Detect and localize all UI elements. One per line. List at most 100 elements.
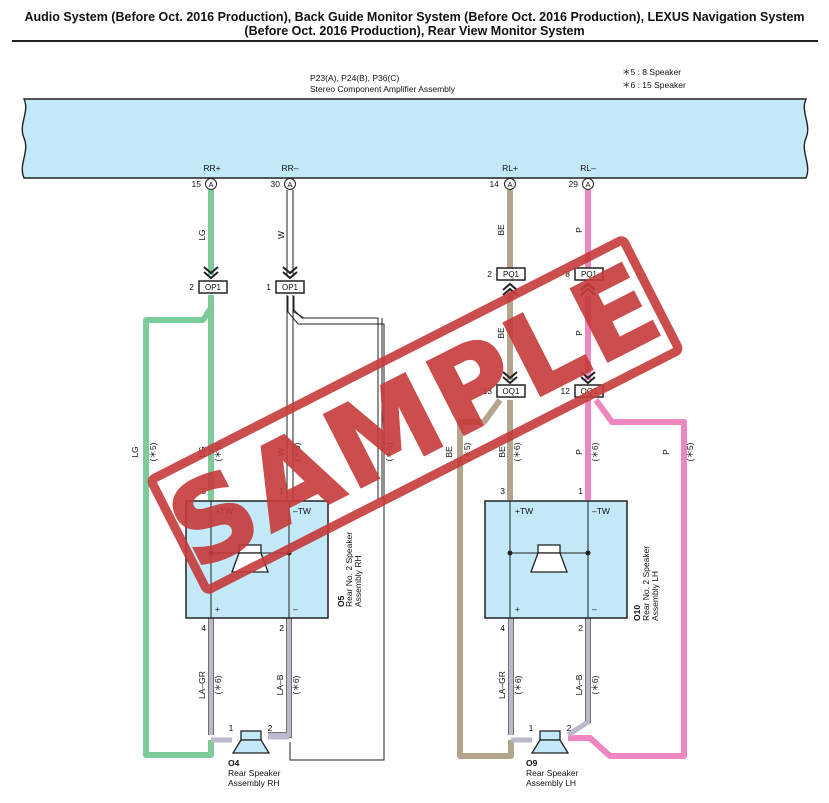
wire-la-gr-rh xyxy=(208,618,214,735)
label-w-top: W xyxy=(276,231,286,239)
label-lg-top: LG xyxy=(197,229,207,240)
wire-w xyxy=(286,190,385,761)
svg-text:30: 30 xyxy=(271,179,281,189)
label-n6-w: (＊6) xyxy=(292,442,302,461)
terminal-rl-plus: RL+ 14 A xyxy=(490,163,518,190)
svg-text:+: + xyxy=(515,604,520,614)
label-be-left: BE xyxy=(444,446,454,458)
note-8-speaker: ＊5 : 8 Speaker xyxy=(622,67,681,77)
junction-oq1-pin13: OQ1 13 xyxy=(483,371,526,398)
svg-text:13: 13 xyxy=(483,386,493,396)
svg-text:A: A xyxy=(507,180,512,189)
label-w-mid: W xyxy=(276,448,286,456)
speaker-o5: 3 1 4 2 +TW –TW + – O5 Rear No. 2 Speake… xyxy=(185,486,363,633)
svg-text:1: 1 xyxy=(229,723,234,733)
svg-text:A: A xyxy=(208,180,213,189)
speaker-o10: 3 1 4 2 +TW –TW + – O10 Rear No. 2 Speak… xyxy=(484,486,660,633)
label-lab-rh: LA–B xyxy=(275,674,285,695)
wire-p xyxy=(568,190,687,759)
wire-lg xyxy=(143,190,214,758)
svg-text:OP1: OP1 xyxy=(282,283,299,292)
svg-text:1: 1 xyxy=(266,282,271,292)
speaker-o10-icon xyxy=(530,544,568,573)
label-n6-lagr-lh: (＊6) xyxy=(513,675,523,694)
svg-text:1: 1 xyxy=(279,486,284,496)
svg-text:3: 3 xyxy=(500,486,505,496)
svg-text:RR+: RR+ xyxy=(203,163,220,173)
svg-text:Assembly RH: Assembly RH xyxy=(228,778,279,788)
wire-labels: LG W BE P BE P LG (＊5) LG (＊6) W (＊6) (＊… xyxy=(130,224,695,699)
label-n6-lg: (＊6) xyxy=(213,442,223,461)
label-n5-lg: (＊5) xyxy=(148,442,158,461)
label-n6-p: (＊6) xyxy=(590,442,600,461)
svg-text:+TW: +TW xyxy=(515,506,533,516)
label-p-right: P xyxy=(661,449,671,455)
svg-text:O10: O10 xyxy=(632,605,642,621)
svg-text:Assembly RH: Assembly RH xyxy=(353,556,363,607)
svg-text:8: 8 xyxy=(565,269,570,279)
speaker-o5-icon xyxy=(231,544,269,573)
junction-pq1-pin2: PQ1 2 xyxy=(487,267,526,296)
wire-la-gr-lh xyxy=(508,618,514,735)
svg-text:O4: O4 xyxy=(228,758,240,768)
svg-text:2: 2 xyxy=(268,723,273,733)
svg-text:RL+: RL+ xyxy=(502,163,518,173)
svg-text:4: 4 xyxy=(201,623,206,633)
svg-text:Rear Speaker: Rear Speaker xyxy=(228,768,281,778)
svg-text:4: 4 xyxy=(500,623,505,633)
svg-text:1: 1 xyxy=(529,723,534,733)
wire-la-b-lh xyxy=(566,618,591,738)
amplifier-body xyxy=(21,98,809,179)
svg-text:1: 1 xyxy=(578,486,583,496)
svg-text:OP1: OP1 xyxy=(205,283,222,292)
label-lagr-lh: LA–GR xyxy=(497,671,507,699)
label-n5-be: (＊5) xyxy=(462,442,472,461)
svg-text:O5: O5 xyxy=(336,595,346,607)
svg-text:29: 29 xyxy=(569,179,579,189)
svg-text:RL–: RL– xyxy=(580,163,596,173)
terminal-rl-minus: RL– 29 A xyxy=(569,163,596,190)
wire-be xyxy=(457,190,514,759)
note-15-speaker: ＊6 : 15 Speaker xyxy=(622,80,686,90)
label-n6-lab-lh: (＊6) xyxy=(590,675,600,694)
svg-text:Assembly LH: Assembly LH xyxy=(526,778,576,788)
svg-text:OQ1: OQ1 xyxy=(503,387,520,396)
svg-text:+: + xyxy=(215,604,220,614)
title-rule xyxy=(12,40,818,42)
svg-text:PQ1: PQ1 xyxy=(503,270,520,279)
title-line-2: (Before Oct. 2016 Production), Rear View… xyxy=(244,24,585,38)
label-lab-lh: LA–B xyxy=(574,674,584,695)
amplifier-name: Stereo Component Amplifier Assembly xyxy=(310,84,456,94)
svg-text:RR–: RR– xyxy=(281,163,298,173)
svg-text:–: – xyxy=(293,604,298,614)
svg-text:–: – xyxy=(592,604,597,614)
svg-text:14: 14 xyxy=(490,179,500,189)
label-n5-p: (＊5) xyxy=(685,442,695,461)
svg-text:3: 3 xyxy=(201,486,206,496)
svg-text:2: 2 xyxy=(279,623,284,633)
label-p-low: P xyxy=(574,449,584,455)
terminal-rr-plus: RR+ 15 A xyxy=(192,163,221,190)
label-be-low: BE xyxy=(497,446,507,458)
speaker-o4-icon xyxy=(240,730,262,741)
svg-text:Assembly LH: Assembly LH xyxy=(650,571,660,621)
label-be-mid: BE xyxy=(496,327,506,339)
label-n5-w: (＊5) xyxy=(384,442,394,461)
label-p-mid: P xyxy=(574,330,584,336)
svg-text:–TW: –TW xyxy=(293,506,311,516)
svg-text:A: A xyxy=(287,180,292,189)
svg-text:–TW: –TW xyxy=(592,506,610,516)
svg-text:2: 2 xyxy=(487,269,492,279)
label-n6-be: (＊6) xyxy=(512,442,522,461)
svg-text:PQ1: PQ1 xyxy=(581,270,598,279)
terminal-rr-minus: RR– 30 A xyxy=(271,163,299,190)
svg-text:2: 2 xyxy=(567,723,572,733)
svg-text:Rear No. 2 Speaker: Rear No. 2 Speaker xyxy=(344,532,354,607)
junction-op1-pin2: OP1 2 xyxy=(189,266,228,294)
svg-text:Rear Speaker: Rear Speaker xyxy=(526,768,579,778)
label-p-top: P xyxy=(574,227,584,233)
label-lagr-rh: LA–GR xyxy=(197,671,207,699)
svg-text:2: 2 xyxy=(189,282,194,292)
speaker-o9: 1 2 O9 Rear Speaker Assembly LH xyxy=(511,723,579,788)
